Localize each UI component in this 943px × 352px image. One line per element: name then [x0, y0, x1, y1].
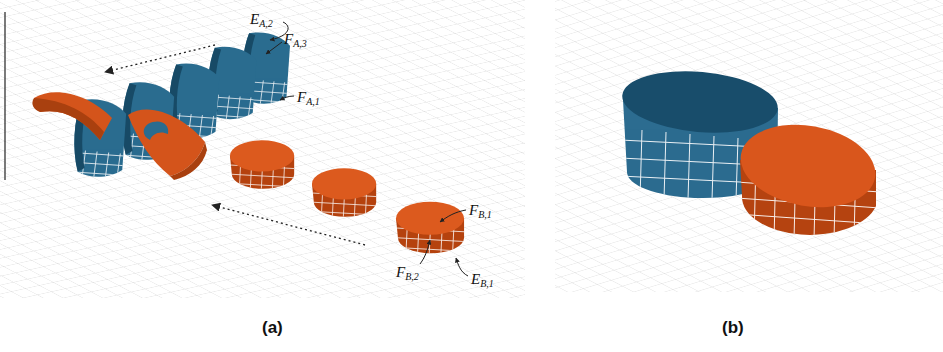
motion-arrow [212, 205, 365, 245]
face-label: FA,3 [284, 30, 307, 53]
panel-edge [4, 12, 5, 180]
orange-puck [734, 115, 882, 240]
face-label: FB,1 [469, 201, 492, 224]
panel-caption: (a) [262, 318, 283, 338]
face-label: EB,1 [471, 270, 494, 293]
panel-caption: (b) [722, 318, 744, 338]
face-label: FB,2 [396, 263, 419, 286]
leader-lines [266, 22, 468, 276]
orange-pucks [230, 140, 466, 257]
grid-plane [0, 0, 525, 298]
face-label: FA,1 [297, 88, 320, 111]
motion-arrow [105, 45, 215, 72]
orange-overlaps [32, 92, 207, 180]
grid-plane [555, 0, 943, 292]
face-label: EA,2 [250, 10, 273, 33]
